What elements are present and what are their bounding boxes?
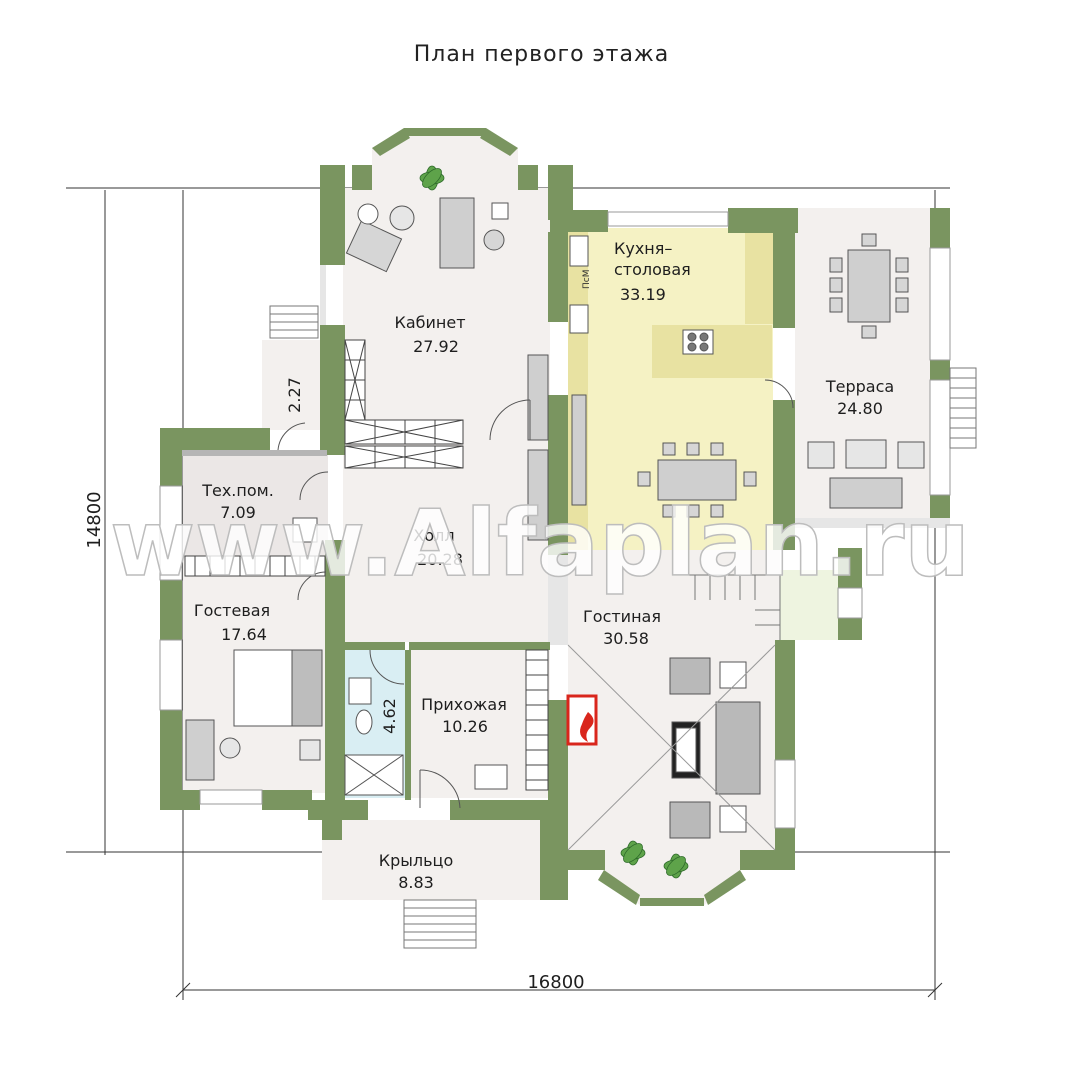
office-armchair [345,219,403,273]
fire-icon [580,712,594,742]
office-box [491,202,509,220]
appliance-label: ПсМ [582,270,592,289]
room-area-porch: 8.83 [398,873,434,892]
plant-icon-office [419,165,445,191]
floor-office-bay [372,128,518,188]
guest-desk [185,719,215,781]
terrace-lounge [829,477,903,509]
room-name-hall: Холл [413,526,454,545]
plan-title: План первого этажа [413,42,670,67]
terrace-table [847,249,891,323]
plant-icon-living-1 [620,840,646,866]
living-armchair-bottom [669,801,711,839]
office-desk [439,197,475,269]
kitchen-dining-table [657,459,737,501]
plants [419,165,689,879]
dimension-height: 14800 [84,491,105,548]
living-armchair-top [669,657,711,695]
room-area-living: 30.58 [603,629,649,648]
wardrobes [184,339,549,791]
plant-icon-living-2 [663,853,689,879]
room-area-terrace: 24.80 [837,399,883,418]
floor-vestibule [262,340,320,430]
hall-shelf [527,449,549,541]
room-name-guest: Гостевая [194,601,270,620]
stair-interior [685,574,781,640]
kitchen-hob [682,329,714,355]
room-name-terrace: Терраса [825,377,894,396]
room-area-guest: 17.64 [221,625,267,644]
room-name-kitchen-2: столовая [614,260,691,279]
room-area-hall: 20.28 [417,550,463,569]
office-lamp [389,205,415,231]
area-vestibule: 2.27 [285,377,304,413]
office-chair [483,229,505,251]
floor-living-bay [604,850,740,905]
room-labels: Кабинет 27.92 Кухня– столовая 33.19 Терр… [194,239,894,892]
room-name-living: Гостиная [583,607,661,626]
area-bathroom: 4.62 [380,698,399,734]
windows [159,211,951,829]
walls [160,128,950,906]
office-shelf [527,354,549,441]
watermark-text: www.Alfaplan.ru [110,490,970,597]
kitchen-sink [569,304,589,334]
stairs [269,305,977,949]
entry-mat [474,764,508,790]
bath-sink [348,677,372,705]
floor-porch [322,820,542,900]
floor-kitchen-counter-top [745,228,773,324]
guest-chair [219,737,241,759]
furniture [185,197,925,839]
tech-boiler [292,517,318,543]
room-name-tech: Тех.пом. [201,481,274,500]
room-area-kitchen: 33.19 [620,285,666,304]
floor-hall [343,450,550,642]
room-name-porch: Крыльцо [379,851,453,870]
room-name-kitchen: Кухня– [614,239,672,258]
room-area-office: 27.92 [413,337,459,356]
floor-stair-landing [780,570,838,640]
room-name-entry: Прихожая [421,695,507,714]
terrace-sofa [845,439,887,469]
living-sofa [715,701,761,795]
floor-hall-stair [550,550,780,642]
room-name-office: Кабинет [394,313,465,332]
kitchen-worktop [571,394,587,506]
office-target [357,203,379,225]
ceiling-lines [567,644,776,851]
room-area-entry: 10.26 [442,717,488,736]
dimension-width: 16800 [527,972,584,993]
bath-toilet [355,709,373,735]
room-area-tech: 7.09 [220,503,256,522]
kitchen-cabinet [569,235,589,267]
doors [277,379,794,809]
guest-safe [299,739,321,761]
